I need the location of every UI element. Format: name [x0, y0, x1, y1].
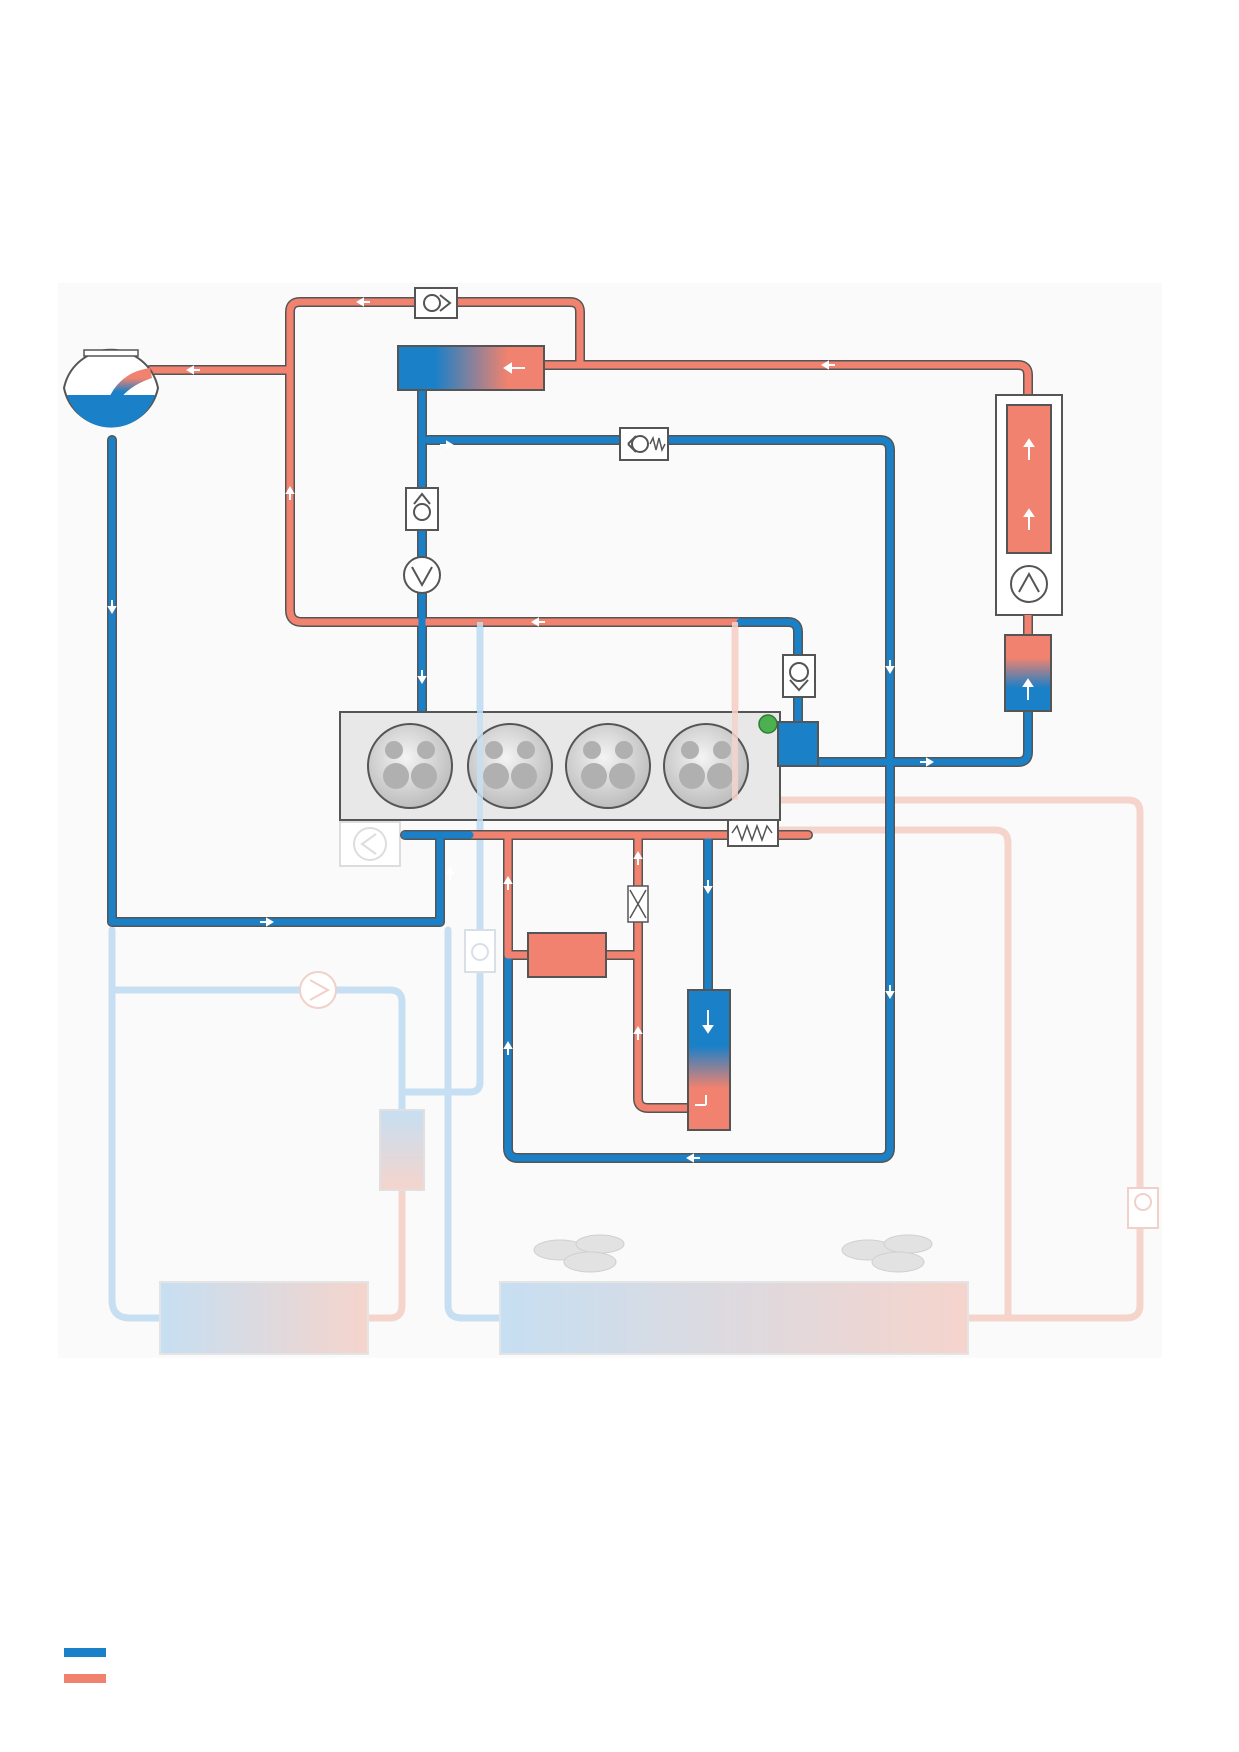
active-circuits [107, 297, 1033, 1163]
fan-icon [533, 1234, 625, 1273]
faded-main-radiator [499, 1281, 969, 1355]
engine-block [339, 711, 781, 821]
expansion-tank-icon [62, 348, 160, 428]
pipe-faded-heater-feed [398, 826, 484, 1096]
charge-air-cooler-module [995, 394, 1063, 616]
pipe-cold-cooler-out [814, 706, 1032, 766]
legend-item-hot [64, 1666, 116, 1690]
legend-swatch-hot [64, 1673, 106, 1683]
check-valve-upper[interactable] [405, 487, 439, 531]
pipe-faded-hot-return [364, 1186, 406, 1322]
pump-icon[interactable] [1010, 565, 1048, 603]
faded-heat-exchanger-vertical [379, 1109, 425, 1191]
fan-icon [841, 1234, 933, 1273]
cylinder-3 [565, 723, 651, 809]
orifice-valve [627, 885, 649, 923]
check-valve-right[interactable] [782, 654, 816, 698]
faded-cabin-heater [159, 1281, 369, 1355]
temperature-sensor [758, 714, 778, 734]
pipe-hot-egr-feed [504, 831, 532, 959]
pipe-cold-bypass-loop [424, 436, 894, 1162]
pipe-cold-tank-outlet [108, 436, 444, 926]
relief-valve[interactable] [727, 819, 779, 847]
pipe-hot-top-loop [146, 298, 584, 374]
legend [64, 1640, 116, 1692]
legend-swatch-cold [64, 1647, 106, 1657]
check-valve-top[interactable] [414, 287, 458, 319]
pipe-hot-main-return [541, 361, 1032, 399]
pipe-hot-egr-out [601, 951, 692, 1112]
thermostat-valve[interactable] [619, 427, 669, 461]
pipe-faded-pump-line [108, 986, 406, 1114]
egr-cooler [527, 932, 607, 978]
flow-arrows [107, 297, 934, 1163]
pipe-faded-radiator-left [444, 926, 504, 1322]
pump-icon[interactable] [403, 556, 441, 594]
secondary-pump [299, 971, 337, 1009]
faded-check-valve-center [464, 929, 496, 973]
pipe-cold-to-valve [736, 618, 802, 732]
cylinder-2 [467, 723, 553, 809]
legend-item-cold [64, 1640, 116, 1664]
cylinder-1 [367, 723, 453, 809]
pipe-hot-return-line [286, 366, 744, 626]
pipe-faded-right-loop-inner [774, 826, 1012, 1322]
pipe-faded-left-loop [108, 926, 164, 1322]
lower-cooler [1004, 634, 1052, 712]
faded-check-valve-right [1127, 1187, 1159, 1229]
cylinder-4 [663, 723, 749, 809]
top-heat-exchanger-arrow [503, 362, 525, 374]
faded-pump-left [339, 821, 401, 867]
engine-outlet-housing [777, 721, 819, 767]
